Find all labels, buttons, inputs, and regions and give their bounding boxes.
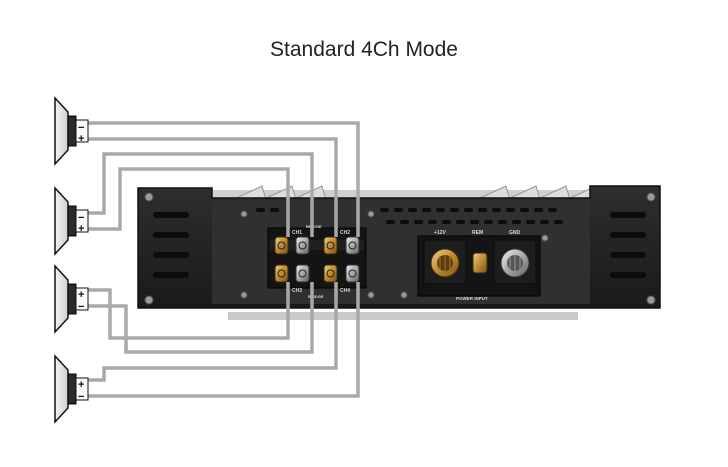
speaker-3-bottom-sign: −: [78, 301, 84, 313]
label-bridge-top: BRIDGE: [306, 224, 322, 229]
label-ch2: CH2: [340, 230, 350, 236]
label-ch3: CH3: [292, 288, 302, 294]
speaker-2-bottom-sign: +: [78, 223, 84, 235]
speaker-wires: [87, 121, 360, 398]
label-ch4: CH4: [340, 288, 350, 294]
speaker-icon-2: − +: [54, 186, 89, 256]
label-power-input: POWER INPUT: [456, 296, 488, 301]
speaker-icon-1: − +: [54, 96, 89, 166]
speaker-4-bottom-sign: −: [78, 391, 84, 403]
heatsink-bottom: [228, 312, 578, 320]
speaker-4-top-sign: +: [78, 379, 84, 391]
diagram-title: Standard 4Ch Mode: [270, 38, 458, 61]
label-bridge-bottom: BRIDGE: [308, 294, 324, 299]
speaker-icon-4: + −: [54, 354, 89, 424]
power-input-icon: +12V REM GND POWER INPUT: [417, 230, 541, 301]
label-gnd: GND: [509, 230, 521, 236]
label-plus12v: +12V: [434, 230, 446, 236]
speaker-1-top-sign: −: [78, 122, 84, 134]
label-ch1: CH1: [292, 230, 302, 236]
label-rem: REM: [472, 230, 483, 236]
speaker-icon-3: + −: [54, 264, 89, 334]
terminal-block-icon: CH1 BRIDGE CH2 CH3 BRIDGE CH4: [267, 224, 367, 299]
speaker-3-top-sign: +: [78, 289, 84, 301]
screw-icon: [144, 192, 656, 305]
amplifier-body: [137, 185, 661, 309]
speaker-1-bottom-sign: +: [78, 133, 84, 145]
speaker-2-top-sign: −: [78, 212, 84, 224]
